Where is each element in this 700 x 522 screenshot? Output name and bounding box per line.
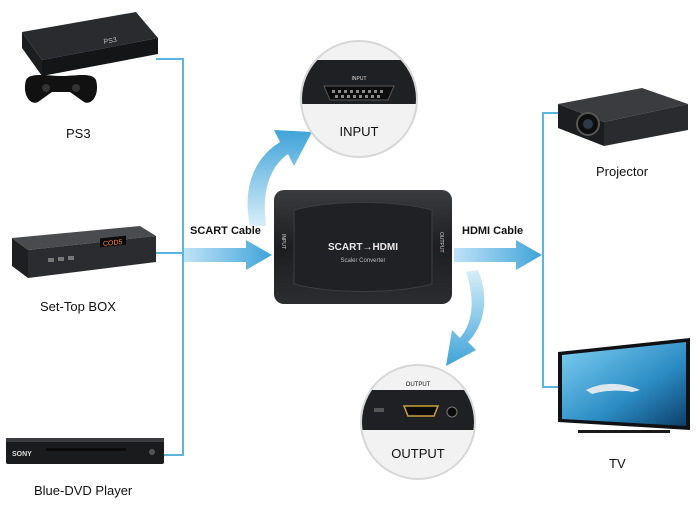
- projector-device: [552, 82, 692, 154]
- tv-label: TV: [609, 456, 626, 471]
- tv-image: [558, 338, 690, 433]
- left-bus-vertical: [182, 58, 184, 456]
- scart-arrow: [184, 240, 272, 270]
- converter-brand-text: SCART→HDMI: [328, 242, 398, 253]
- dvd-player-image: SONY: [6, 438, 164, 464]
- tv-device: [556, 338, 692, 440]
- converter-input-side-text: INPUT: [280, 234, 286, 249]
- ps3-device: PS3: [12, 10, 160, 110]
- converter-image: SCART→HDMI Scaler Converter INPUT OUTPUT: [274, 190, 452, 304]
- dvd-player-device: SONY: [6, 436, 164, 470]
- ps3-connector-line: [156, 58, 183, 60]
- set-top-box-label: Set-Top BOX: [40, 299, 116, 314]
- stb-connector-line: [140, 252, 183, 254]
- projector-image: [558, 88, 688, 146]
- hdmi-port-image: OUTPUT: [362, 382, 474, 430]
- ps3-label: PS3: [66, 126, 91, 141]
- dvd-connector-line: [163, 454, 183, 456]
- scart-cable-label: SCART Cable: [190, 225, 261, 237]
- set-top-box-device: COD5: [8, 222, 158, 282]
- hdmi-arrow: [454, 240, 542, 270]
- projector-connector-line: [542, 112, 558, 114]
- scart-hdmi-converter: SCART→HDMI Scaler Converter INPUT OUTPUT: [272, 188, 454, 306]
- tv-connector-line: [542, 386, 558, 388]
- output-zoom-arrow: [446, 270, 485, 366]
- output-zoom-circle: OUTPUT OUTPUT: [360, 364, 476, 480]
- svg-text:PS3: PS3: [103, 37, 117, 46]
- converter-output-side-text: OUTPUT: [438, 232, 444, 253]
- set-top-box-image: COD5: [12, 226, 156, 278]
- output-zoom-caption: OUTPUT: [391, 446, 445, 461]
- ps3-console-image: PS3: [22, 12, 158, 103]
- input-zoom-arrow: [247, 130, 312, 226]
- input-port-text: INPUT: [352, 76, 367, 82]
- output-port-text: OUTPUT: [406, 382, 431, 388]
- projector-label: Projector: [596, 164, 649, 179]
- hdmi-cable-label: HDMI Cable: [462, 225, 524, 237]
- dvd-brand-text: SONY: [12, 451, 32, 458]
- stb-display-text: COD5: [103, 239, 123, 248]
- scart-port-image: INPUT: [302, 60, 416, 104]
- right-bus-vertical: [542, 112, 544, 388]
- input-zoom-circle: INPUT INPUT: [300, 40, 418, 158]
- converter-subtitle-text: Scaler Converter: [340, 258, 385, 264]
- input-zoom-caption: INPUT: [339, 124, 379, 139]
- dvd-player-label: Blue-DVD Player: [34, 483, 133, 498]
